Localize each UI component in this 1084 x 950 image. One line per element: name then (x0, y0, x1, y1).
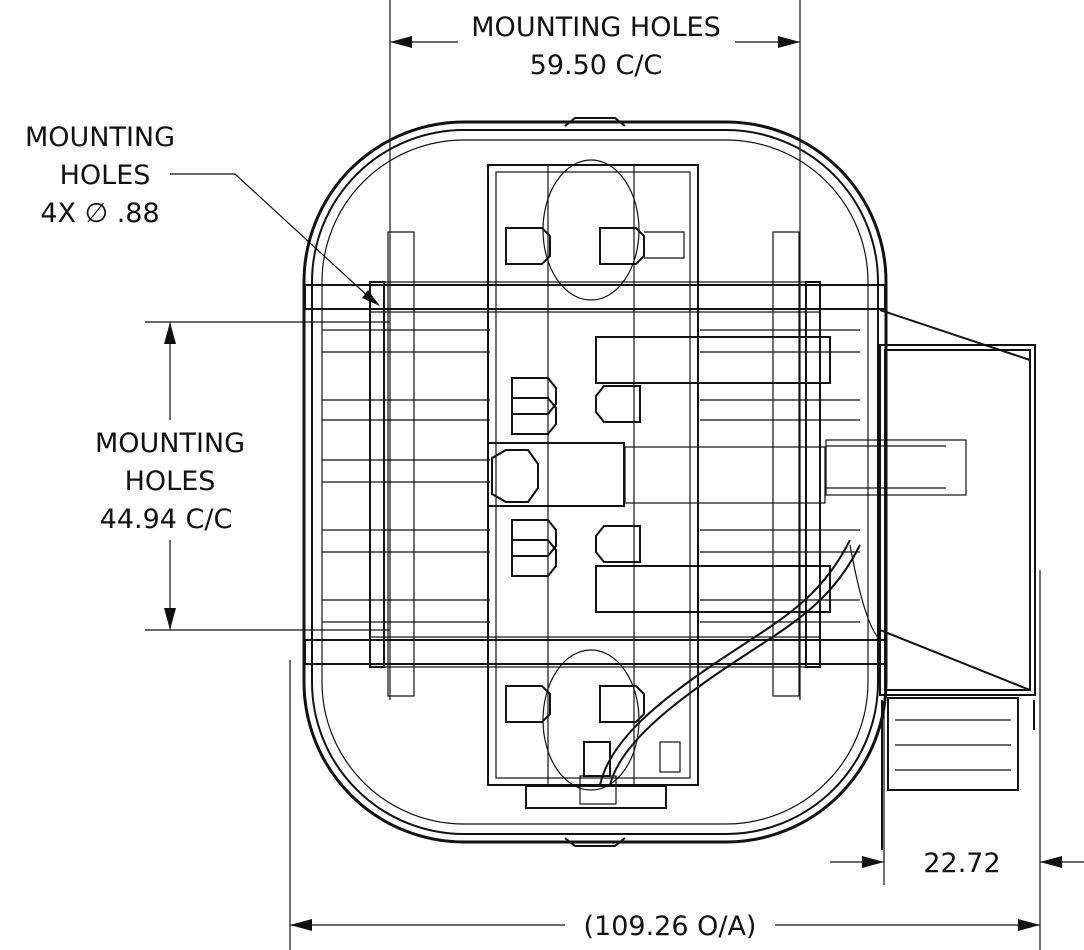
hole-callout-leader (170, 173, 380, 306)
dimension-platform (830, 570, 1084, 950)
side-dimension-line2: HOLES (125, 466, 216, 497)
hole-callout-line1: MOUNTING (25, 122, 175, 153)
top-dimension-label-line1: MOUNTING HOLES (471, 12, 720, 43)
platform-dimension-label: 22.72 (923, 848, 1000, 879)
hoses (579, 539, 881, 805)
side-slats (322, 329, 860, 623)
dimension-overall (289, 660, 1040, 950)
side-dimension-line1: MOUNTING (95, 428, 245, 459)
center-carriage (487, 159, 831, 809)
seat-cups (505, 227, 685, 723)
hole-callout-line2: HOLES (60, 160, 151, 191)
top-dimension-label-line2: 59.50 C/C (530, 50, 663, 81)
overall-dimension-label: (109.26 O/A) (584, 911, 757, 942)
crossbars (304, 231, 886, 697)
side-dimension-line3: 44.94 C/C (100, 504, 233, 535)
dimension-top (389, 0, 801, 700)
hole-callout-line3: 4X ∅ .88 (40, 198, 159, 229)
dimension-side (145, 321, 390, 631)
right-platform (825, 309, 1036, 850)
